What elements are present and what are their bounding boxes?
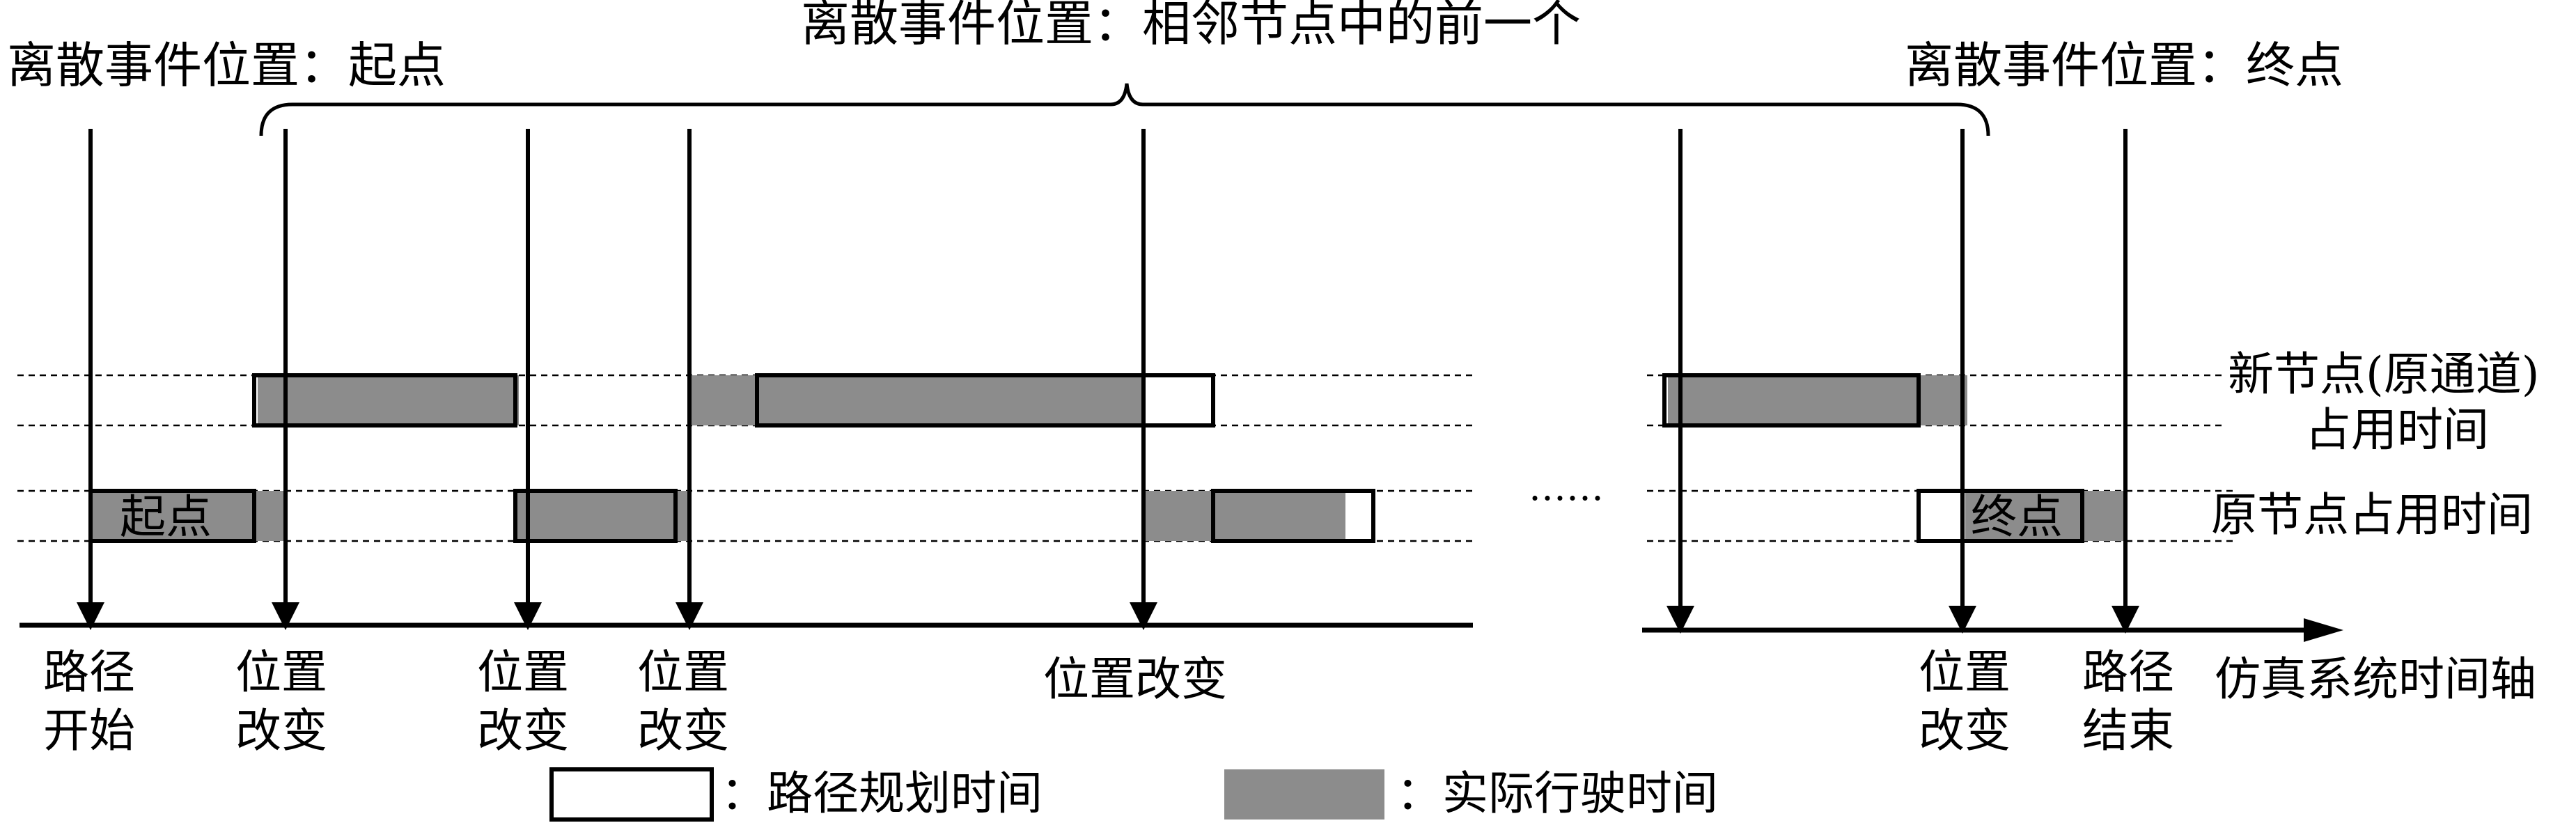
new-node-row-label-line2: 占用时间 — [2305, 403, 2489, 457]
legend-planned-swatch — [549, 767, 714, 822]
end-bar-label: 终点 — [1971, 490, 2063, 544]
arrowhead — [1666, 606, 1694, 634]
axis-event-path-end-line2: 结束 — [2082, 704, 2174, 758]
arrowhead — [272, 602, 299, 630]
planned-bar — [252, 373, 517, 428]
ellipsis: …… — [1529, 465, 1604, 509]
event-arrows — [88, 129, 2128, 616]
planned-bar — [1141, 373, 1215, 428]
start-event-label: 离散事件位置：起点 — [7, 37, 446, 94]
new-node-row-label: 新节点(原通道) — [2228, 347, 2540, 401]
axis-event-change-3-line2: 改变 — [637, 704, 729, 758]
old-node-row-label: 原节点占用时间 — [2211, 488, 2533, 542]
arrowhead — [2111, 606, 2139, 634]
new-node-row-bars — [252, 373, 1967, 428]
actual-bar — [1668, 375, 1967, 425]
axis-event-change-5-line2: 改变 — [1919, 704, 2011, 758]
axis-event-change-1-line1: 位置 — [235, 645, 327, 699]
axis-event-change-3-line1: 位置 — [637, 645, 729, 699]
legend-planned-label: ：路径规划时间 — [721, 767, 1043, 820]
legend-actual-swatch — [1224, 769, 1384, 820]
end-event-label: 离散事件位置：终点 — [1905, 37, 2343, 94]
axis-event-path-end-line1: 路径 — [2082, 645, 2174, 699]
time-axis-label: 仿真系统时间轴 — [2215, 652, 2536, 706]
actual-bar — [515, 491, 689, 541]
axis-event-change-1-line2: 改变 — [235, 704, 327, 758]
actual-bar — [1143, 491, 1345, 541]
legend-actual-label: ：实际行驶时间 — [1396, 767, 1718, 820]
axis-event-path-start-line1: 路径 — [43, 645, 135, 699]
axis-event-path-start-line2: 开始 — [43, 704, 135, 758]
arrowhead — [1949, 606, 1976, 634]
axis-event-change-2-line2: 改变 — [477, 704, 569, 758]
axis-event-change-5-line1: 位置 — [1919, 645, 2011, 699]
old-node-row-bars — [88, 489, 2124, 543]
actual-bar — [689, 375, 1142, 425]
actual-bar — [1965, 493, 2080, 539]
arrowhead — [514, 602, 542, 630]
arrowhead — [1130, 602, 1157, 630]
middle-event-label: 离散事件位置：相邻节点中的前一个 — [801, 0, 1581, 52]
middle-event-brace — [259, 83, 1990, 136]
planned-bar — [1662, 373, 1921, 428]
axis-event-change-2-line1: 位置 — [477, 645, 569, 699]
time-axis-arrow — [2304, 618, 2343, 642]
legend: ：路径规划时间 ：实际行驶时间 — [549, 767, 1718, 822]
arrowhead — [676, 602, 703, 630]
planned-bar — [1211, 489, 1375, 543]
start-bar-label: 起点 — [120, 490, 212, 544]
axis-event-labels: 路径 开始 位置 改变 位置 改变 位置 改变 位置改变 位置 改变 路径 结束 — [43, 645, 2174, 758]
axis-event-change-4-line1: 位置改变 — [1043, 652, 1227, 706]
planned-bar — [513, 489, 678, 543]
arrowhead — [77, 602, 104, 630]
actual-bar — [258, 375, 519, 425]
event-arrowheads — [77, 602, 2139, 634]
